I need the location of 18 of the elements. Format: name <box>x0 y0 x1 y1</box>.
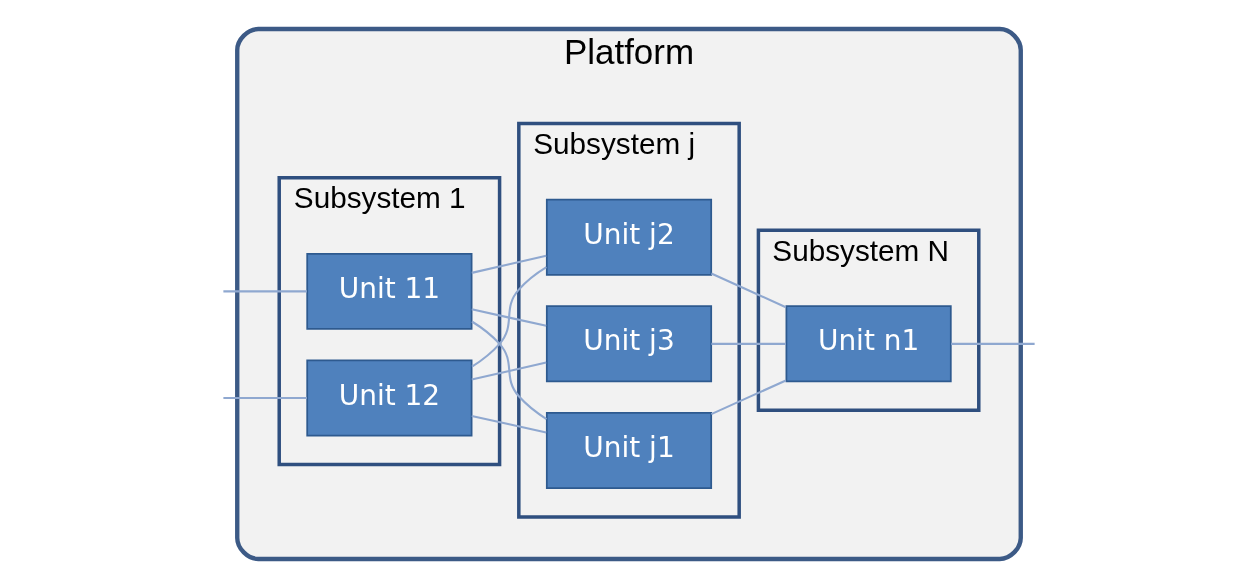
node-box: Unit j1 <box>545 412 712 489</box>
connector <box>710 379 786 416</box>
node-box: Unit 12 <box>305 359 472 437</box>
node-box: Unit n1 <box>785 305 952 383</box>
connector <box>710 272 786 309</box>
connector <box>470 266 547 368</box>
connector <box>222 397 307 400</box>
node-box: Unit j2 <box>545 198 712 276</box>
connector <box>471 414 546 434</box>
connector <box>710 342 786 345</box>
node-box: Unit 11 <box>305 252 472 330</box>
connector <box>471 361 546 381</box>
connector <box>471 308 546 327</box>
connector <box>470 320 547 420</box>
connector <box>950 342 1035 345</box>
connector <box>222 290 307 293</box>
connector <box>471 254 546 274</box>
node-box: Unit j3 <box>545 305 712 383</box>
